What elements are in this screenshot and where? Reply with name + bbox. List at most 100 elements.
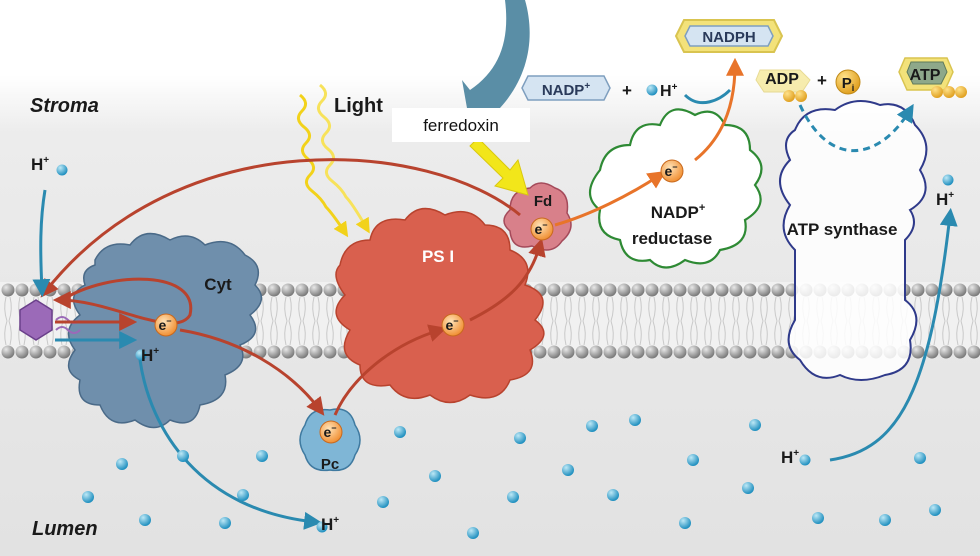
lipid-head-top — [911, 283, 925, 297]
lipid-head-bottom — [323, 345, 337, 359]
lipid-tail — [550, 296, 558, 346]
nadp-reductase-label-1: NADP+ — [651, 202, 706, 222]
lipid-head-top — [15, 283, 29, 297]
atp-phosphate-2 — [943, 86, 955, 98]
lumen-proton-dot — [467, 527, 479, 539]
lipid-head-bottom — [925, 345, 939, 359]
lumen-proton-dot — [812, 512, 824, 524]
nadp-pill — [521, 75, 611, 101]
nadp-pill-label: NADP+ — [542, 81, 591, 99]
lipid-head-top — [547, 283, 561, 297]
lipid-head-bottom — [267, 345, 281, 359]
pc-to-ps1-arrow — [333, 324, 447, 416]
lipid-head-bottom — [729, 345, 743, 359]
proton-icon — [799, 454, 811, 466]
reaction-proton-label: H+ — [660, 82, 678, 100]
lipid-tail — [298, 296, 306, 346]
lipid-tail — [732, 296, 740, 346]
lipid-tail — [592, 296, 600, 346]
q-cycle-arrow — [52, 277, 193, 325]
lipid-head-top — [757, 283, 771, 297]
lumen-proton-dot — [679, 517, 691, 529]
lumen-proton-dot — [749, 419, 761, 431]
lipid-head-bottom — [1, 345, 15, 359]
lipid-tail — [662, 296, 670, 346]
lipid-head-top — [575, 283, 589, 297]
atp-label: ATP — [910, 67, 941, 84]
proton-labels: H+H+H+H+H+ — [31, 155, 954, 534]
lipid-tail — [760, 296, 768, 346]
lumen-proton-dot — [586, 420, 598, 432]
electron-label: e− — [445, 316, 458, 333]
lipid-head-bottom — [939, 345, 953, 359]
light-wave-2 — [317, 83, 370, 234]
lipid-tail — [312, 296, 320, 346]
lipid-tail — [326, 296, 334, 346]
lumen-proton-dot — [562, 464, 574, 476]
lipid-tail — [774, 296, 782, 346]
proton-icon — [316, 521, 328, 533]
proton-label: H+ — [781, 448, 799, 467]
electron-markers: e−e−e−e−e− — [154, 159, 684, 444]
lumen-proton-dot — [514, 432, 526, 444]
electron-icon — [530, 217, 554, 241]
electron-icon — [319, 420, 343, 444]
proton-label: H+ — [321, 515, 339, 534]
atp-phosphate-3 — [955, 86, 967, 98]
proton-label: H+ — [141, 346, 159, 365]
lipid-head-bottom — [57, 345, 71, 359]
lipid-head-bottom — [533, 345, 547, 359]
atp-synthase-proton-arrow — [829, 207, 958, 462]
lumen-proton-dot — [429, 470, 441, 482]
proton-icon — [56, 164, 68, 176]
lumen-proton-dot — [687, 454, 699, 466]
atp-synthase-complex — [779, 100, 928, 381]
lipid-head-bottom — [589, 345, 603, 359]
lipid-head-bottom — [645, 345, 659, 359]
lipid-head-bottom — [673, 345, 687, 359]
lipid-head-bottom — [561, 345, 575, 359]
adp-label: ADP — [765, 71, 799, 88]
lipid-head-top — [743, 283, 757, 297]
lipid-head-top — [617, 283, 631, 297]
reaction-plus-1: + — [622, 81, 632, 100]
lipid-head-bottom — [967, 345, 980, 359]
lipid-head-top — [309, 283, 323, 297]
cyt-label: Cyt — [204, 275, 232, 294]
cyclic-electron-arrow — [40, 158, 521, 298]
nadp-reductase-label-2: reductase — [632, 229, 712, 248]
lipid-head-bottom — [911, 345, 925, 359]
ps1-to-fd-arrow — [469, 238, 546, 322]
lipid-head-bottom — [309, 345, 323, 359]
proton-label: H+ — [31, 155, 49, 174]
lipid-head-bottom — [575, 345, 589, 359]
lumen-proton-dot — [377, 496, 389, 508]
ferredoxin-callout-text: ferredoxin — [423, 116, 499, 135]
lipid-tail — [648, 296, 656, 346]
lipid-head-top — [729, 283, 743, 297]
lipid-head-top — [659, 283, 673, 297]
lipid-head-bottom — [15, 345, 29, 359]
lipid-head-top — [673, 283, 687, 297]
ferredoxin-pointer-arrow — [469, 137, 529, 196]
fd-label: Fd — [534, 193, 552, 210]
lipid-head-bottom — [701, 345, 715, 359]
lipid-head-top — [295, 283, 309, 297]
lipid-head-top — [589, 283, 603, 297]
lumen-proton-dot — [879, 514, 891, 526]
ferredoxin-fd — [503, 182, 572, 251]
light-label: Light — [334, 95, 383, 117]
nadph-label: NADPH — [702, 29, 755, 46]
lipid-head-bottom — [687, 345, 701, 359]
lipid-head-top — [771, 283, 785, 297]
pc-label: Pc — [321, 456, 339, 473]
lipid-head-top — [715, 283, 729, 297]
phosphate-icon — [835, 69, 861, 95]
lumen-proton-dot — [394, 426, 406, 438]
ferredoxin-callout-box — [392, 108, 530, 142]
nadp-reductase-complex — [588, 108, 763, 269]
fd-to-reductase-arrow — [554, 171, 666, 227]
lipid-tail — [676, 296, 684, 346]
nadph-inner-pill — [684, 25, 774, 47]
